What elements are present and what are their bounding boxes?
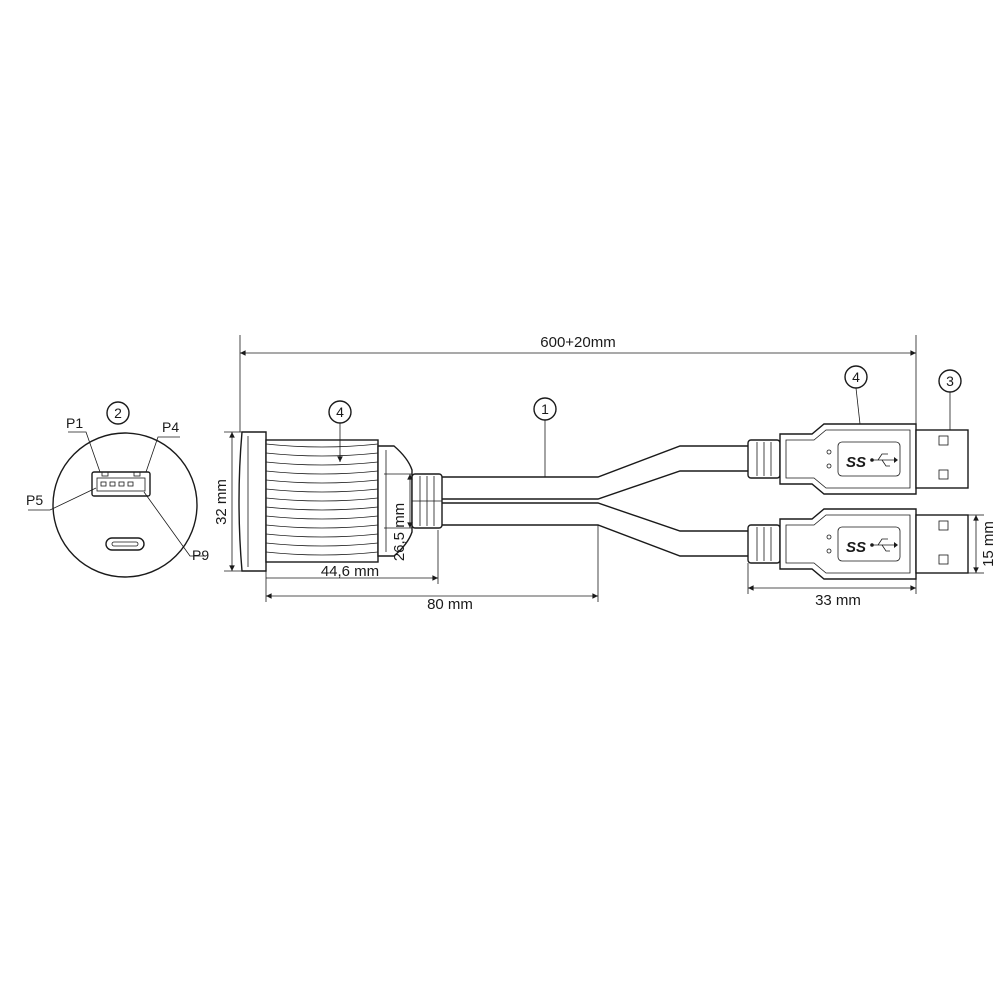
- usb-a-port: [91, 471, 151, 497]
- cable-lower-bottom: [442, 524, 750, 557]
- dim-socket-length: 44,6 mm: [321, 563, 379, 580]
- dim-thread-diameter: 26,5 mm: [391, 503, 408, 561]
- cable-upper-top: [442, 445, 750, 478]
- pin-p4-label: P4: [162, 419, 179, 435]
- callouts: 4 1 4 3: [328, 365, 962, 477]
- cable-upper-bottom: [442, 470, 750, 500]
- usb-trident-icon: [870, 538, 898, 552]
- callout-2-circle: [106, 401, 130, 425]
- callout-1-label: 1: [541, 401, 549, 417]
- socket-flange: [238, 431, 267, 572]
- usb-plug-lower: SS: [747, 508, 969, 580]
- pin-p1-leader: [68, 431, 101, 473]
- usb-trident-icon: [870, 453, 898, 467]
- front-view-outline: [52, 432, 198, 578]
- cable: [442, 445, 750, 557]
- front-view: P1 P4 P5 P9 2: [26, 401, 209, 578]
- plug-lower-usb-tip: [915, 514, 969, 574]
- plug-upper-ss-logo: SS: [846, 454, 866, 471]
- pin-p5-leader: [28, 487, 97, 511]
- pin-p9-leader: [143, 491, 206, 557]
- cable-lower-top: [442, 502, 750, 532]
- socket-thread-lines: [265, 443, 379, 556]
- pin-p1-label: P1: [66, 415, 83, 431]
- plug-upper-usb-tip: [915, 429, 969, 489]
- usb-a-port-inner: [96, 477, 146, 492]
- callout-4-socket-label: 4: [336, 404, 344, 420]
- pin-p5-label: P5: [26, 492, 43, 508]
- panel-socket: [238, 431, 443, 572]
- pin-p4-leader: [145, 436, 180, 473]
- usb-plug-upper: SS: [747, 423, 969, 495]
- callout-3-label: 3: [946, 373, 954, 389]
- plug-lower-logo-frame: [837, 526, 901, 562]
- dim-socket-diameter: 32 mm: [213, 479, 230, 525]
- plug-upper-housing: [779, 423, 917, 495]
- usb-c-port: [105, 537, 145, 551]
- dim-total-length: 600+20mm: [540, 334, 615, 351]
- plug-lower-ss-logo: SS: [846, 539, 866, 556]
- dim-plug-length: 33 mm: [815, 592, 861, 609]
- callout-2-label: 2: [114, 405, 122, 421]
- dimensions: 600+20mm 32 mm 26,5 mm 44,6 mm 80 mm 33 …: [213, 334, 997, 613]
- callout-4-plug-label: 4: [852, 369, 860, 385]
- socket-rear-nut: [377, 445, 413, 557]
- dim-split-length: 80 mm: [427, 596, 473, 613]
- dim-plug-width: 15 mm: [980, 521, 997, 567]
- pin-p9-label: P9: [192, 547, 209, 563]
- plug-upper-logo-frame: [837, 441, 901, 477]
